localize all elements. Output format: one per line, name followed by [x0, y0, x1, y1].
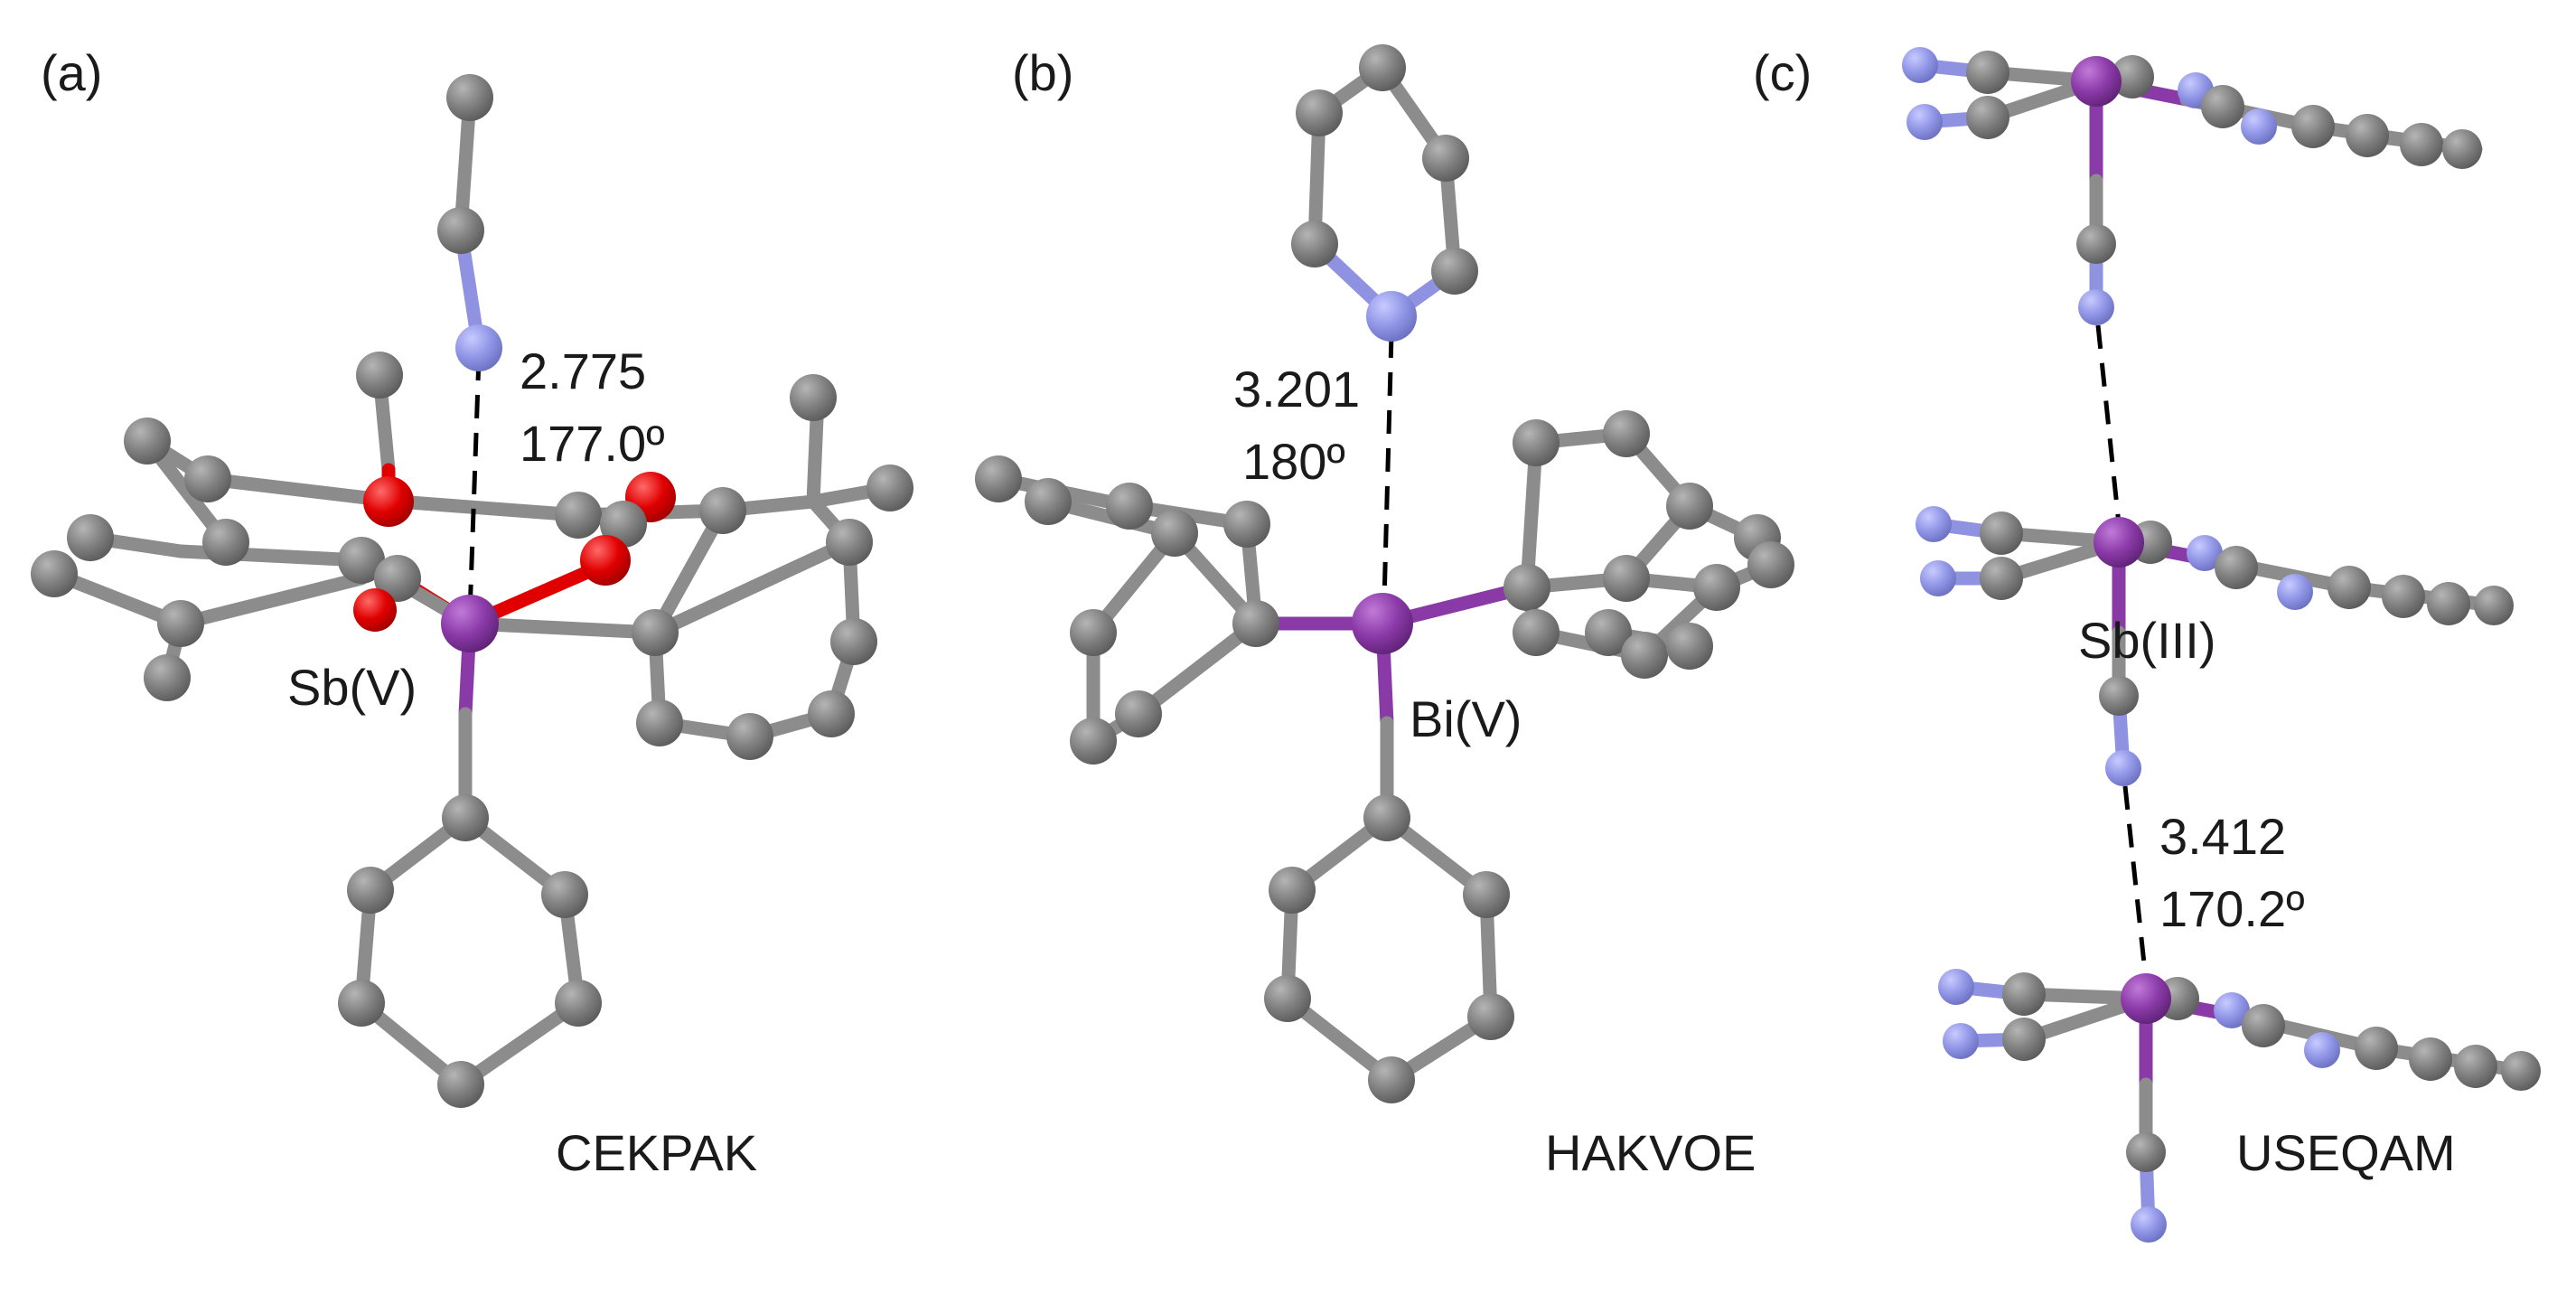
panel-a-distance: 2.775 [520, 343, 646, 399]
panel-b-atom-label: Bi(V) [1410, 690, 1522, 747]
panel-c-contact-line-lower [2122, 785, 2149, 981]
panel-b-label: (b) [1012, 44, 1073, 101]
panel-c-layer-top [1902, 47, 2483, 325]
panel-c-layer-bottom [1938, 969, 2541, 1243]
panel-c-atom-label: Sb(III) [2078, 612, 2215, 669]
panel-c-refcode: USEQAM [2236, 1124, 2456, 1181]
panel-a-angle: 177.0º [520, 415, 665, 472]
panel-c-label: (c) [1753, 44, 1812, 101]
panel-a: (a) 2.775 177.0º Sb(V) CEKPAK [31, 44, 913, 1181]
panel-c-contact-line-upper [2095, 324, 2122, 525]
panel-c-angle: 170.2º [2159, 880, 2305, 937]
panel-b-atoms [975, 44, 1794, 1103]
panel-c-layer-middle [1916, 506, 2514, 786]
panel-b: (b) 3.201 180º Bi(V) HAKVOE [975, 44, 1794, 1181]
panel-a-refcode: CEKPAK [556, 1124, 757, 1181]
panel-a-atom-label: Sb(V) [287, 659, 417, 716]
panel-b-distance: 3.201 [1233, 361, 1360, 418]
panel-a-atoms [31, 74, 913, 1108]
panel-b-contact-line [1382, 333, 1394, 602]
panel-c-distance: 3.412 [2159, 808, 2286, 865]
panel-c: (c) Sb(III) 3.412 170.2º USEQAM [1753, 44, 2541, 1243]
panel-a-contact-line [467, 356, 482, 615]
panel-b-refcode: HAKVOE [1545, 1124, 1756, 1181]
panel-a-label: (a) [41, 44, 102, 101]
panel-b-angle: 180º [1242, 433, 1345, 490]
